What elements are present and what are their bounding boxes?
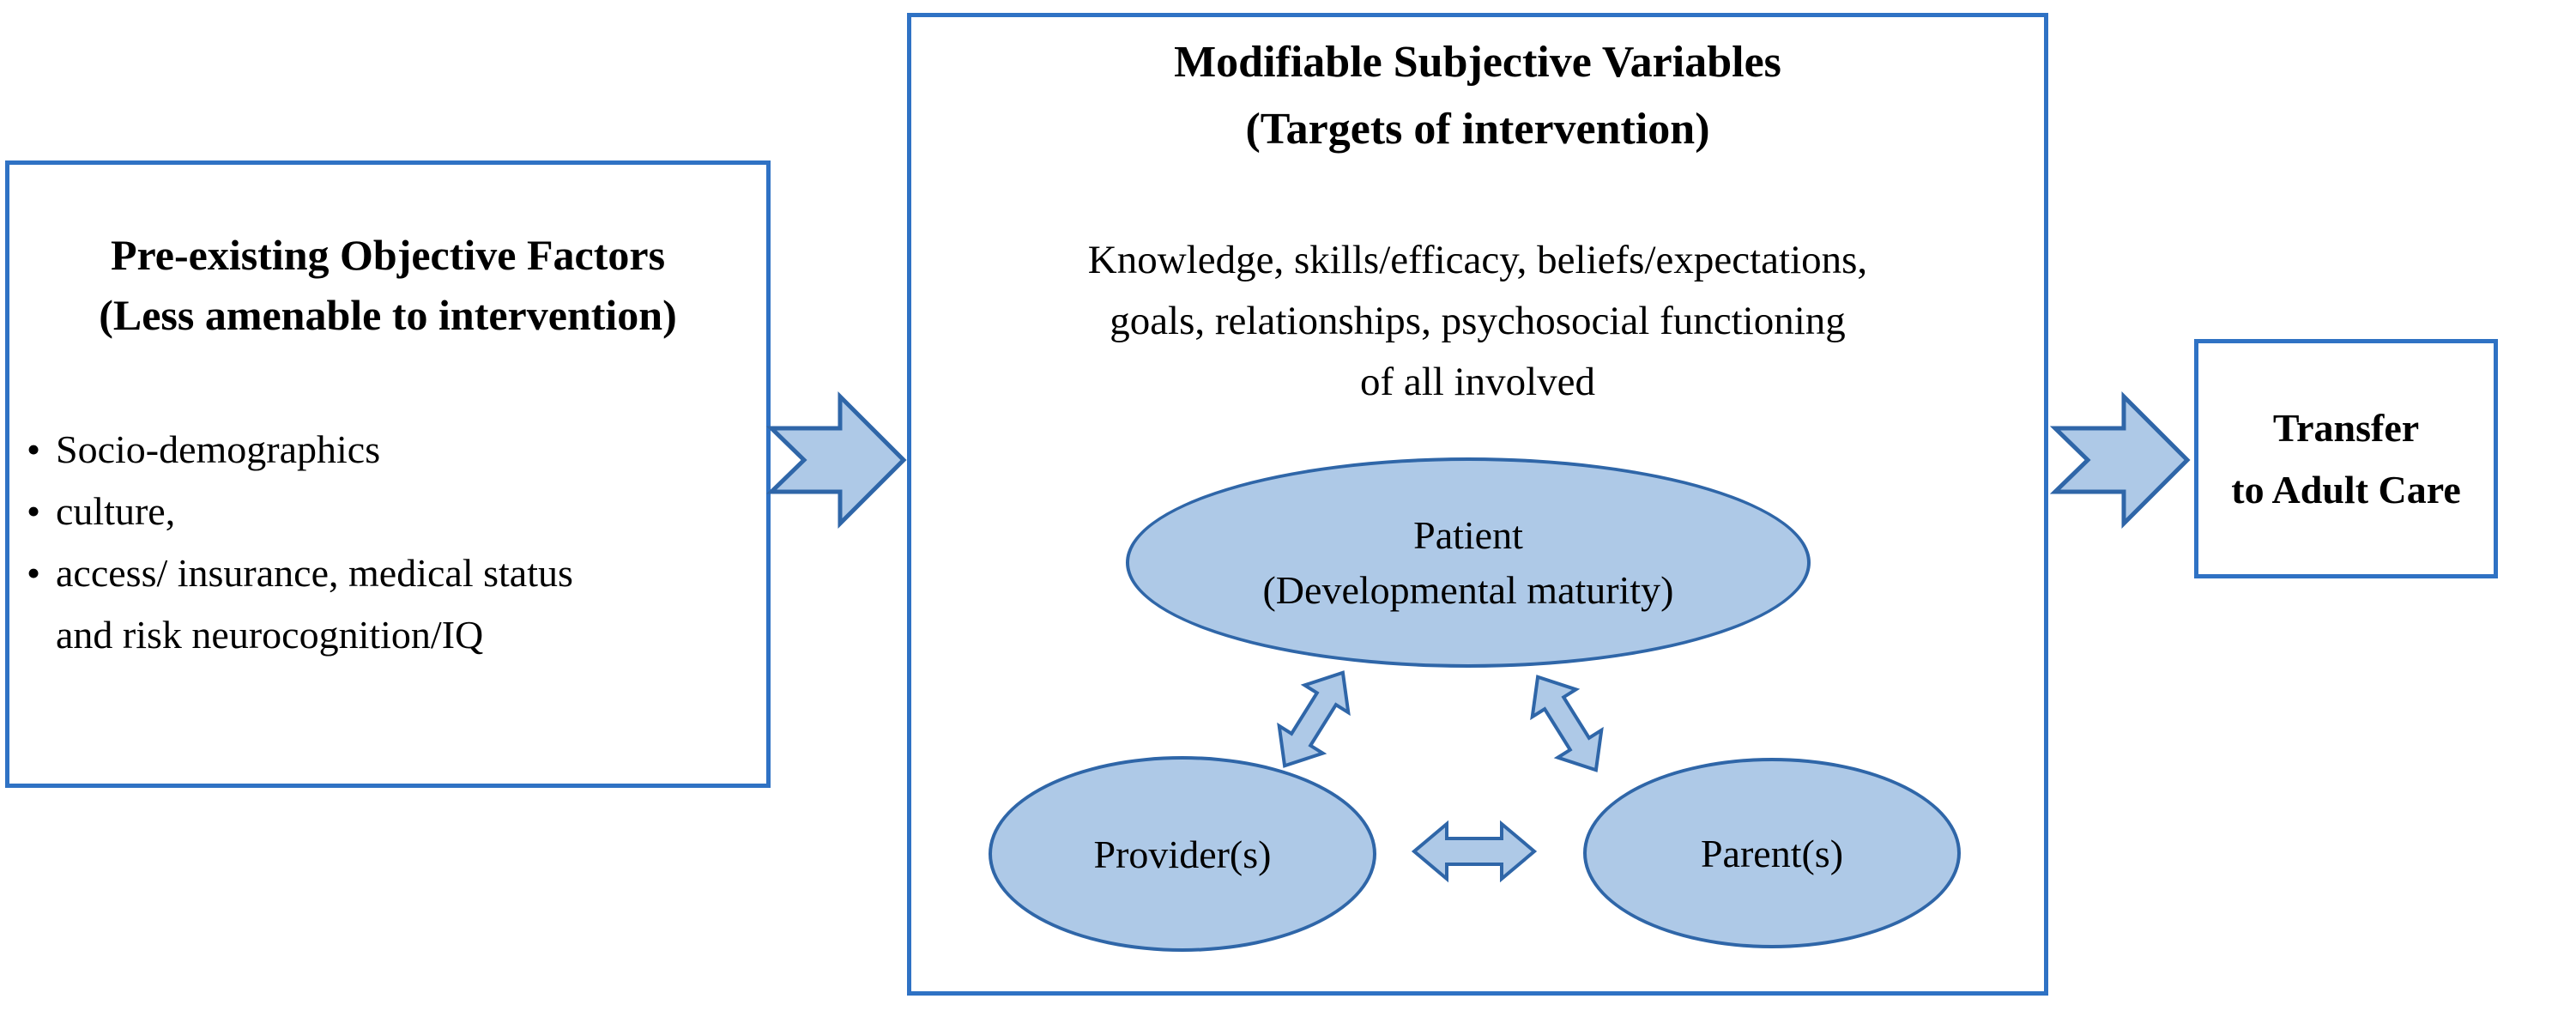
transfer-adult-care-box: Transfer to Adult Care (2194, 339, 2498, 578)
bullet-item-culture: culture, (21, 481, 614, 542)
patient-label-line1: Patient (1413, 512, 1523, 557)
description-line1: Knowledge, skills/efficacy, beliefs/expe… (1087, 238, 1868, 282)
bullet-item-socio-demographics: Socio-demographics (21, 419, 614, 481)
provider-label: Provider(s) (1093, 832, 1272, 876)
parent-ellipse: Parent(s) (1583, 758, 1961, 948)
flow-right-arrow-right-icon (2049, 390, 2191, 530)
provider-ellipse: Provider(s) (989, 756, 1376, 952)
pre-existing-factors-box: Pre-existing Objective Factors (Less ame… (5, 160, 771, 788)
flow-right-arrow-left-icon (765, 390, 907, 530)
modifiable-variables-title: Modifiable Subjective Variables (Targets… (911, 29, 2044, 163)
pre-existing-factors-title-line2: (Less amenable to intervention) (99, 291, 677, 339)
transfer-title-line1: Transfer (2272, 405, 2420, 450)
transfer-title-line2: to Adult Care (2231, 467, 2461, 512)
bullet-item-access-insurance: access/ insurance, medical status and ri… (21, 542, 614, 666)
pre-existing-factors-title: Pre-existing Objective Factors (Less ame… (9, 225, 766, 345)
description-line3: of all involved (1359, 360, 1596, 404)
pre-existing-factors-title-line1: Pre-existing Objective Factors (110, 231, 666, 279)
modifiable-variables-title-line2: (Targets of intervention) (1245, 105, 1710, 154)
description-line2: goals, relationships, psychosocial funct… (1110, 299, 1846, 343)
patient-ellipse: Patient (Developmental maturity) (1126, 457, 1811, 668)
modifiable-variables-box: Modifiable Subjective Variables (Targets… (907, 13, 2048, 996)
pre-existing-factors-bullet-list: Socio-demographics culture, access/ insu… (21, 419, 766, 666)
transfer-title: Transfer to Adult Care (2231, 397, 2461, 521)
modifiable-variables-description: Knowledge, skills/efficacy, beliefs/expe… (911, 230, 2044, 413)
modifiable-variables-title-line1: Modifiable Subjective Variables (1174, 38, 1781, 87)
parent-label: Parent(s) (1700, 831, 1844, 875)
patient-label-line2: (Developmental maturity) (1262, 567, 1674, 612)
